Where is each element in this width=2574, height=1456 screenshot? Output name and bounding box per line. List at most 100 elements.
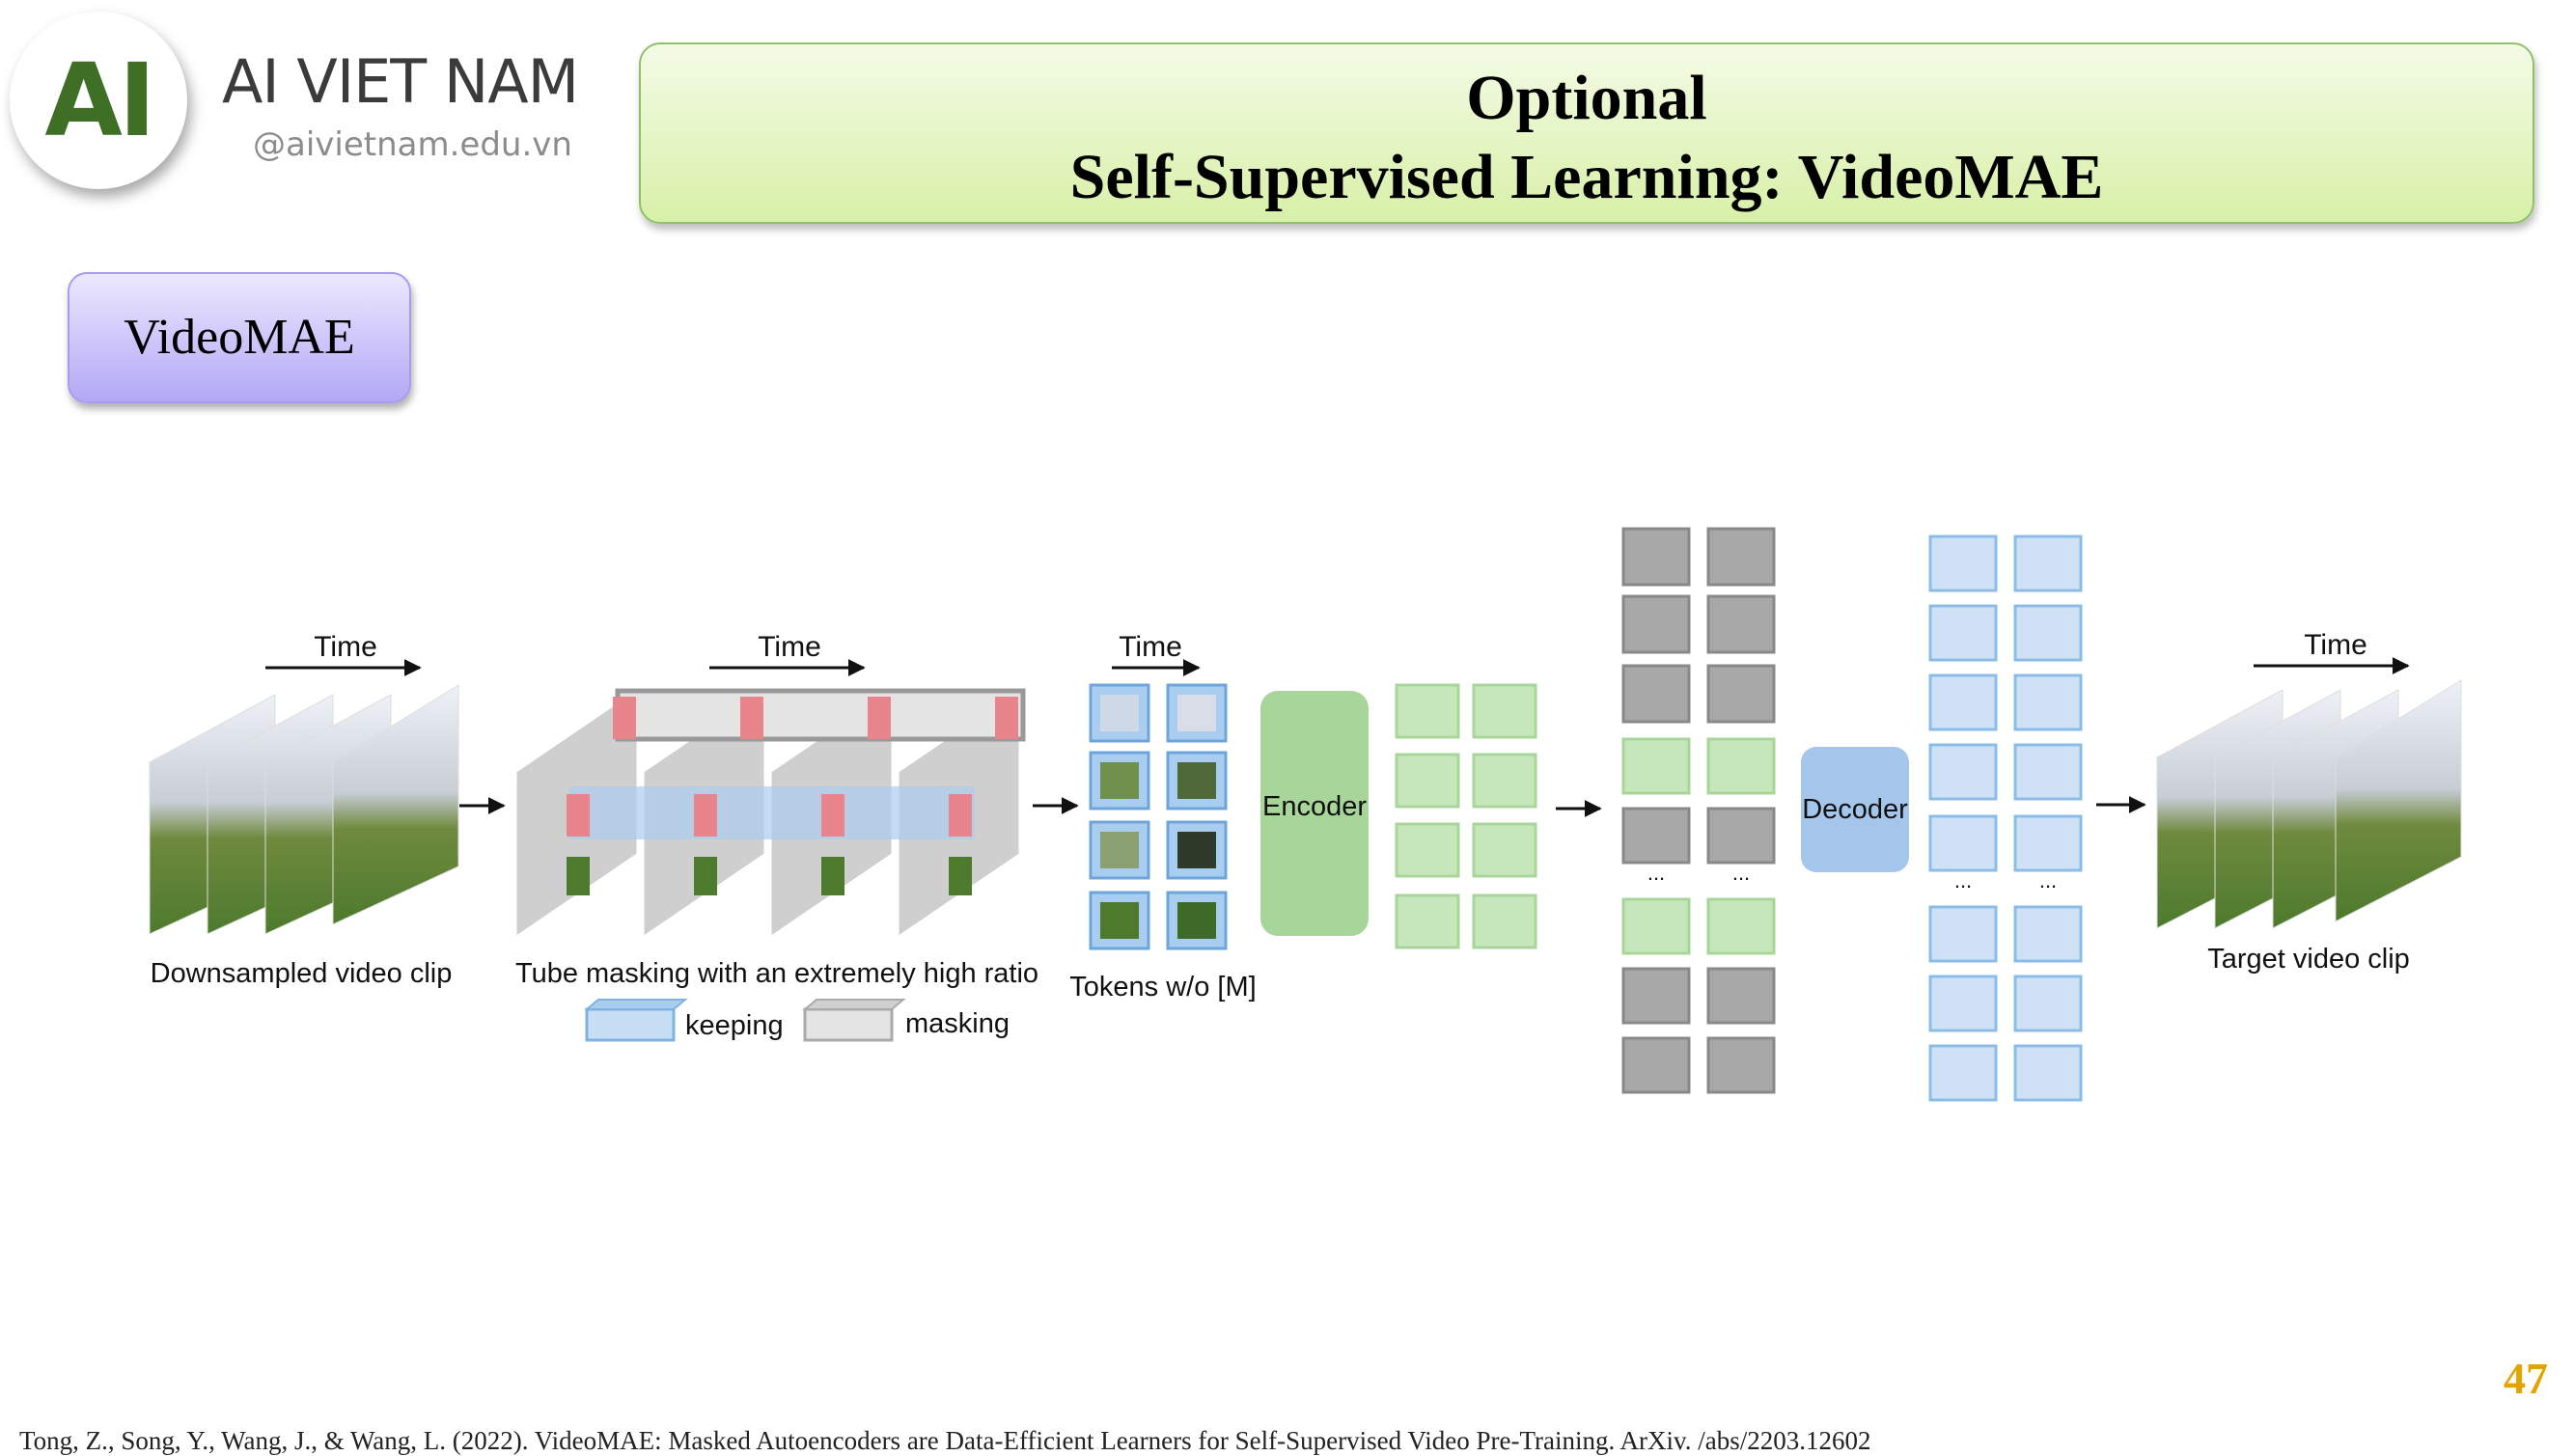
encoded-cube [1706, 897, 1776, 955]
output-cube [2013, 1044, 2083, 1102]
output-cube [1928, 673, 1998, 731]
time-label: Time [758, 631, 821, 663]
encoded-cube [1395, 753, 1460, 809]
mask-token-cube [1621, 1036, 1691, 1094]
masked-patch [868, 697, 891, 739]
token-cube [1166, 751, 1228, 810]
token-cube [1166, 891, 1228, 950]
encoded-cube [1395, 893, 1460, 949]
tokens-caption: Tokens w/o [M] [1069, 972, 1256, 1003]
mask-token-cube [1621, 967, 1691, 1025]
visible-patch [949, 857, 972, 895]
brand-name: AI VIET NAM [222, 46, 579, 117]
output-cube [1928, 604, 1998, 662]
masking-caption: Tube masking with an extremely high rati… [515, 958, 1038, 989]
output-cube [1928, 535, 1998, 592]
decoder-input-cubes: ... ... [1621, 527, 1776, 1094]
output-cube [1928, 905, 1998, 963]
token-cube [1089, 891, 1150, 950]
legend-keeping-label: keeping [685, 1010, 784, 1041]
mask-token-cube [1621, 664, 1691, 724]
keep-tube [569, 786, 975, 839]
encoded-cube [1395, 822, 1460, 878]
token-cube [1089, 820, 1150, 880]
ellipsis: ... [1732, 861, 1750, 885]
legend-keep-swatch [585, 1007, 676, 1042]
logo: AI [10, 12, 187, 189]
output-cube [2013, 673, 2083, 731]
time-arrow-target: Time [2254, 629, 2410, 674]
time-arrow-masking: Time [709, 631, 866, 676]
encoded-cubes [1395, 683, 1537, 949]
time-label: Time [1119, 631, 1182, 663]
token-cube [1166, 820, 1228, 880]
legend: keeping masking [584, 999, 1010, 1042]
mask-token-cube [1621, 807, 1691, 865]
encoded-cube [1621, 737, 1691, 795]
brand-handle: @aivietnam.edu.vn [253, 125, 572, 164]
output-cube [2013, 975, 2083, 1032]
decoder-block [1801, 747, 1909, 872]
output-cube [2013, 814, 2083, 872]
title-banner: Optional Self-Supervised Learning: Video… [639, 42, 2534, 224]
visible-patch [567, 857, 590, 895]
video-frame [2335, 679, 2462, 922]
mask-token-cube [1706, 967, 1776, 1025]
mask-token-cube [1621, 527, 1691, 587]
encoded-cube [1621, 897, 1691, 955]
ellipsis: ... [1954, 868, 1972, 893]
token-cube [1166, 683, 1228, 743]
logo-mark: AI [44, 41, 155, 159]
video-frame [332, 684, 459, 925]
mask-token-cube [1621, 594, 1691, 654]
masked-patch [821, 794, 844, 837]
output-cube [2013, 743, 2083, 801]
masked-patch [694, 794, 717, 837]
mask-token-cube [1706, 594, 1776, 654]
reconstructed-cubes: ... ... [1928, 535, 2083, 1102]
output-cube [2013, 604, 2083, 662]
token-cubes [1089, 683, 1228, 950]
ellipsis: ... [2039, 868, 2057, 893]
encoded-cube [1395, 683, 1460, 739]
encoded-cube [1472, 822, 1537, 878]
time-label: Time [2304, 629, 2367, 661]
encoder-block [1260, 691, 1369, 936]
masked-patch [567, 794, 590, 837]
masked-patch [949, 794, 972, 837]
decoder-label: Decoder [1802, 794, 1908, 825]
legend-mask-swatch [803, 1007, 894, 1042]
mask-token-cube [1706, 527, 1776, 587]
masked-patch [613, 697, 636, 739]
output-cube [1928, 1044, 1998, 1102]
mask-token-cube [1706, 664, 1776, 724]
masked-patch [740, 697, 763, 739]
time-label: Time [314, 631, 377, 663]
time-arrow-input: Time [265, 631, 422, 676]
encoded-cube [1472, 753, 1537, 809]
token-cube [1089, 751, 1150, 810]
input-frames [149, 684, 459, 935]
mask-token-cube [1706, 807, 1776, 865]
output-cube [1928, 814, 1998, 872]
output-cube [1928, 743, 1998, 801]
masked-patch [995, 697, 1018, 739]
visible-patch [821, 857, 844, 895]
time-arrow-tokens: Time [1112, 631, 1201, 676]
ellipsis: ... [1647, 861, 1665, 885]
target-caption: Target video clip [2207, 944, 2410, 975]
output-cube [2013, 535, 2083, 592]
encoded-cube [1706, 737, 1776, 795]
visible-patch [694, 857, 717, 895]
mask-tube [615, 688, 1026, 742]
input-caption: Downsampled video clip [151, 958, 453, 989]
citation: Tong, Z., Song, Y., Wang, J., & Wang, L.… [19, 1426, 1871, 1455]
tube-masking-block [515, 688, 1026, 937]
title-line-1: Optional [1466, 63, 1707, 133]
mask-token-cube [1706, 1036, 1776, 1094]
section-badge: VideoMAE [68, 272, 411, 403]
encoded-cube [1472, 893, 1537, 949]
target-frames [2156, 679, 2462, 929]
output-cube [1928, 975, 1998, 1032]
